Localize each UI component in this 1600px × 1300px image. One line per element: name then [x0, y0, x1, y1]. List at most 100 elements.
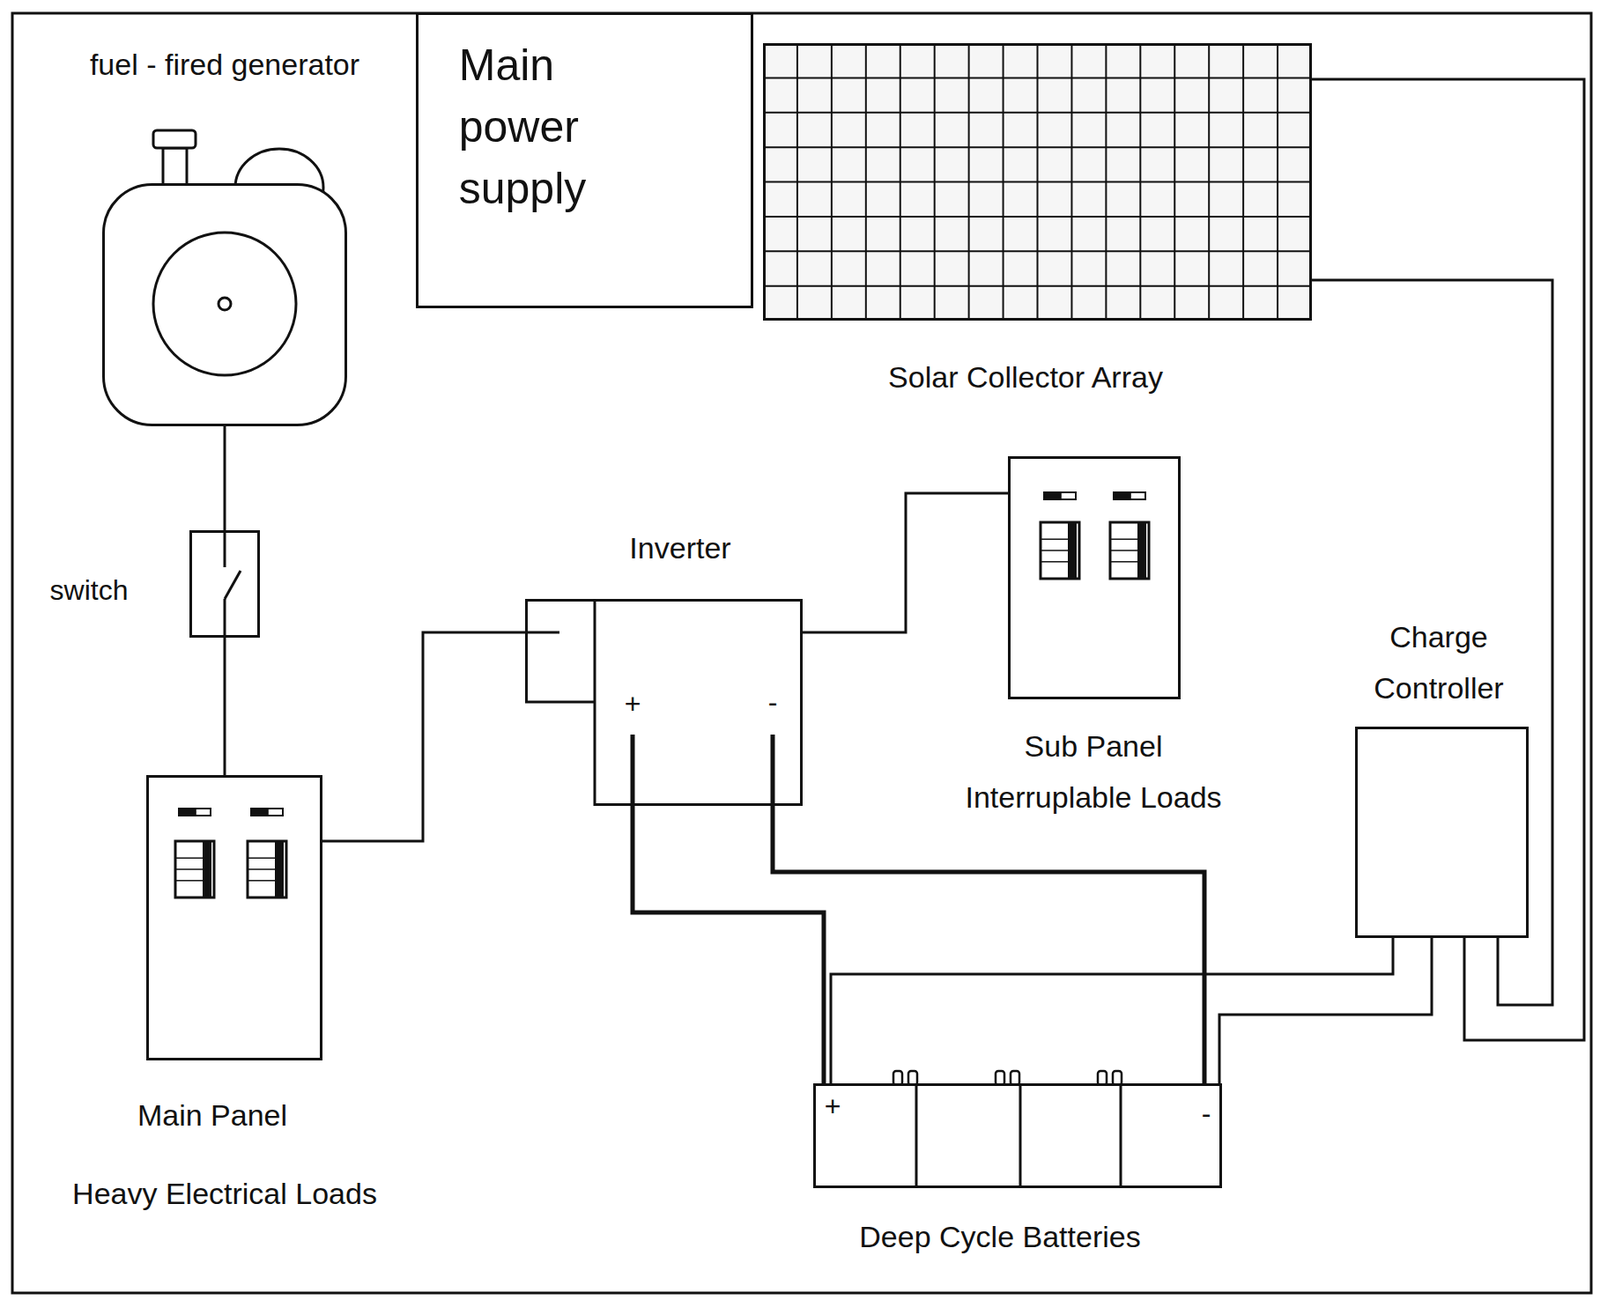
breaker-tab-fill	[178, 808, 197, 816]
wire	[223, 637, 227, 776]
main-panel-outline	[148, 777, 322, 1060]
power-supply-box: Main power supply	[415, 12, 754, 309]
breaker-line	[175, 857, 203, 860]
switch-contact	[223, 599, 227, 638]
switch-box-shape	[189, 530, 260, 638]
shape-group	[191, 530, 260, 638]
generator-shape	[102, 183, 348, 427]
main-panel: Main PanelHeavy Electrical Loads	[146, 775, 323, 1061]
breaker-body	[175, 841, 215, 898]
breaker-line	[1040, 549, 1068, 552]
breaker-line	[175, 880, 203, 882]
breaker-tab	[251, 808, 283, 816]
switch-blade	[224, 570, 241, 600]
breaker-toggle	[1137, 522, 1147, 579]
generator-filler-neck	[162, 148, 187, 187]
battery-cap	[908, 1071, 918, 1086]
wire	[1311, 79, 1585, 1041]
node-label: Solar Collector Array	[888, 359, 1163, 396]
node-label: fuel - fired generator	[89, 46, 360, 83]
wire	[772, 806, 1205, 1084]
node-label: Sub Panel Interruplable Loads	[948, 721, 1239, 824]
node-label: Deep Cycle Batteries	[859, 1219, 1141, 1256]
breaker-body	[247, 841, 287, 898]
battery-bank: Deep Cycle Batteries	[813, 1083, 1223, 1189]
battery-cell-divider	[1119, 1085, 1123, 1188]
breaker-line	[1110, 538, 1138, 541]
generator: fuel - fired generator	[102, 183, 348, 427]
generator-body	[103, 185, 347, 426]
battery-cell-divider	[1019, 1085, 1023, 1188]
node-label: Main Panel	[137, 1097, 288, 1134]
shape-group	[814, 1071, 1222, 1188]
generator-filler-cap	[153, 130, 196, 149]
solar-array: Solar Collector Array	[762, 43, 1312, 321]
shape-group	[103, 130, 347, 426]
breaker-toggle	[274, 841, 284, 898]
wire	[632, 806, 824, 1084]
wire	[1311, 280, 1553, 1006]
solar-cell-line	[764, 76, 1312, 79]
wire	[1219, 938, 1432, 1084]
battery-cap	[1010, 1071, 1020, 1086]
shape-group	[1009, 458, 1180, 699]
breaker-tab	[1044, 492, 1076, 500]
breaker-tab-fill	[251, 808, 269, 816]
main-panel-shape	[146, 775, 323, 1061]
charge-controller-outline	[1356, 728, 1528, 938]
solar-array-frame	[764, 44, 1312, 320]
terminal-sign: +	[624, 689, 642, 719]
battery-case	[814, 1085, 1222, 1188]
switch-contact	[223, 530, 227, 568]
switch-box: switch	[189, 530, 260, 638]
sub-panel-outline	[1009, 458, 1180, 699]
terminal-sign: -	[1201, 1099, 1212, 1128]
breaker-line	[1110, 549, 1138, 552]
solar-array-shape	[762, 43, 1312, 321]
battery-cap	[1097, 1071, 1107, 1086]
battery-bank-shape	[813, 1083, 1223, 1189]
charge-controller: Charge Controller	[1355, 726, 1529, 939]
inverter-side-box	[526, 600, 596, 704]
frame-border	[12, 13, 1592, 1294]
shape-group	[764, 44, 1312, 320]
breaker-toggle	[1067, 522, 1077, 579]
inverter-outline	[594, 600, 802, 806]
solar-cell-line	[764, 111, 1312, 114]
wire	[322, 632, 526, 842]
solar-cell-line	[764, 181, 1312, 184]
terminal-sign: +	[824, 1092, 842, 1121]
sub-panel: Sub Panel Interruplable Loads	[1007, 456, 1181, 700]
terminal-sign: -	[768, 688, 778, 717]
generator-wheel	[153, 232, 297, 376]
node-label: Heavy Electrical Loads	[72, 1176, 378, 1213]
solar-cell-line	[764, 146, 1312, 149]
shape-group	[1356, 728, 1528, 938]
battery-cap	[1112, 1071, 1122, 1086]
inverter-positive-lead	[630, 734, 636, 807]
breaker-line	[1110, 561, 1138, 563]
breaker-line	[1040, 561, 1068, 563]
breaker-line	[247, 868, 275, 871]
breaker-line	[247, 857, 275, 860]
node-label: Charge Controller	[1373, 612, 1504, 715]
node-label: Main power supply	[459, 34, 587, 220]
breaker-tab	[1113, 492, 1146, 500]
node-label: switch	[50, 573, 129, 608]
solar-cell-line	[764, 285, 1312, 288]
battery-cap	[893, 1071, 903, 1086]
wire	[223, 426, 227, 531]
sub-panel-shape	[1007, 456, 1181, 700]
power-supply-outline	[417, 14, 753, 308]
breaker-tab-fill	[1113, 492, 1132, 500]
breaker-body	[1040, 522, 1080, 579]
breaker-toggle	[202, 841, 212, 898]
charge-controller-shape	[1355, 726, 1529, 939]
solar-cell-line	[764, 250, 1312, 252]
shape-group	[417, 14, 753, 308]
node-label: Inverter	[629, 530, 731, 567]
breaker-body	[1110, 522, 1149, 579]
inverter-input-lead	[525, 631, 560, 635]
shape-group	[148, 777, 322, 1060]
